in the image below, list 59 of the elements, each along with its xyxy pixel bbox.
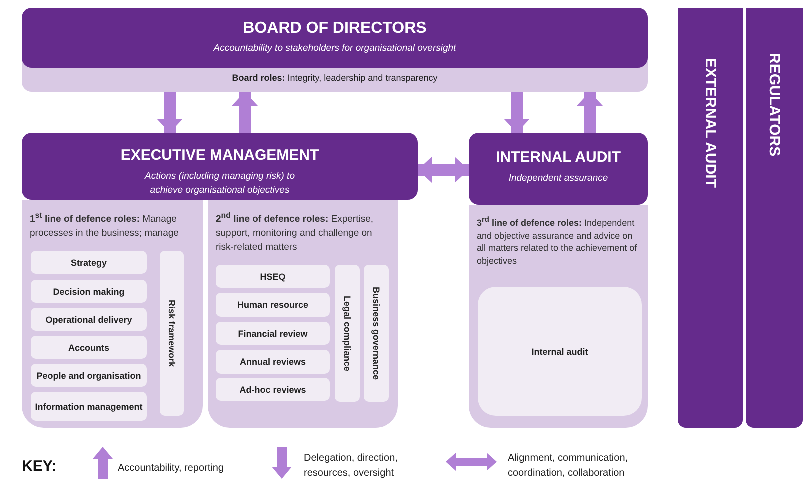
role-item — [364, 265, 389, 402]
block-arrow — [232, 92, 258, 133]
item-label: HSEQ — [260, 272, 286, 282]
item-label: Business governance — [372, 286, 382, 380]
roles-panel — [208, 200, 398, 428]
side-bar-title: REGULATORS — [766, 53, 783, 157]
role-item — [160, 251, 184, 416]
side-bar — [678, 8, 743, 428]
item-label: Human resource — [237, 300, 309, 310]
header-title: INTERNAL AUDIT — [495, 149, 622, 166]
role-item — [335, 265, 360, 402]
role-item — [216, 293, 330, 317]
item-label: Annual reviews — [240, 357, 306, 367]
board-card — [22, 8, 648, 92]
legend-text: Alignment, communication, coordination, collaboration — [508, 452, 630, 479]
item-label: People and organisation — [36, 370, 142, 380]
role-item — [31, 336, 147, 359]
item-label: Decision making — [53, 286, 125, 296]
role-item — [31, 308, 147, 331]
role-item — [216, 322, 330, 345]
header-box — [469, 133, 648, 205]
item-label: Internal audit — [532, 346, 588, 356]
role-item — [31, 280, 147, 303]
item-label: Operational delivery — [46, 314, 132, 324]
item-label: Legal compliance — [342, 296, 352, 372]
block-arrow — [157, 92, 183, 133]
roles-panel — [22, 200, 203, 428]
item-label: Strategy — [70, 258, 107, 268]
side-bar-title: EXTERNAL AUDIT — [702, 58, 719, 188]
side-bar — [746, 8, 803, 428]
item-label: Information management — [35, 402, 143, 412]
role-item — [216, 378, 330, 401]
role-item — [31, 392, 147, 421]
block-arrow — [577, 92, 603, 133]
roles-description: 2$^{nd}$ line of defence roles: Expertise, support, monitoring and challenge on risk-related matters — [216, 210, 375, 254]
item-label: Financial review — [238, 328, 308, 338]
roles-description: 3$^{rd}$ line of defence roles: Independent and objective assurance and advice on all matters related to the achievement of objectives — [477, 215, 638, 268]
key-heading: KEY: — [22, 458, 57, 475]
board-subtitle: Accountability to stakeholders for organisational oversight — [212, 43, 458, 54]
role-item — [478, 287, 642, 416]
block-arrow — [418, 157, 469, 183]
block-arrow — [504, 92, 530, 133]
header-subtitle: Independent assurance — [508, 172, 610, 186]
legend-text: Accountability, reporting — [118, 462, 225, 476]
item-label: Ad-hoc reviews — [240, 384, 306, 394]
role-item — [216, 265, 330, 288]
roles-description: 1$^{st}$ line of defence roles: Manage processes in the business; manage — [30, 210, 180, 241]
header-title: EXECUTIVE MANAGEMENT — [120, 147, 320, 164]
board-title: BOARD OF DIRECTORS — [242, 20, 428, 38]
role-item — [216, 350, 330, 374]
role-item — [31, 251, 147, 274]
header-subtitle: Actions (including managing risk) to achieve organisational objectives — [144, 170, 296, 198]
legend-text: Delegation, direction, resources, oversight — [304, 452, 399, 479]
item-label: Accounts — [68, 342, 110, 352]
roles-panel — [469, 205, 648, 428]
board-roles-text: Board roles: Integrity, leadership and transparency — [231, 73, 439, 83]
role-item — [31, 364, 147, 387]
header-box — [22, 133, 418, 200]
item-label: Risk framework — [167, 300, 177, 368]
